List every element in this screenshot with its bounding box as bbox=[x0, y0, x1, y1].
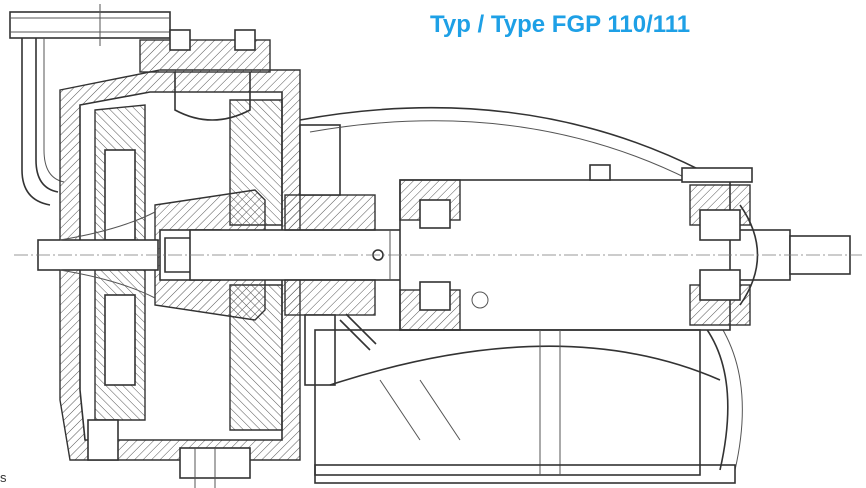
stray-label: s bbox=[0, 470, 7, 485]
bearing-housing bbox=[399, 164, 759, 331]
support-frame bbox=[314, 329, 736, 484]
discharge-pipe bbox=[9, 4, 171, 206]
casing-foot bbox=[87, 419, 251, 488]
seal-housing bbox=[284, 124, 377, 386]
drawing-title: Typ / Type FGP 110/111 bbox=[430, 11, 691, 38]
casing-top-flange bbox=[139, 29, 271, 121]
